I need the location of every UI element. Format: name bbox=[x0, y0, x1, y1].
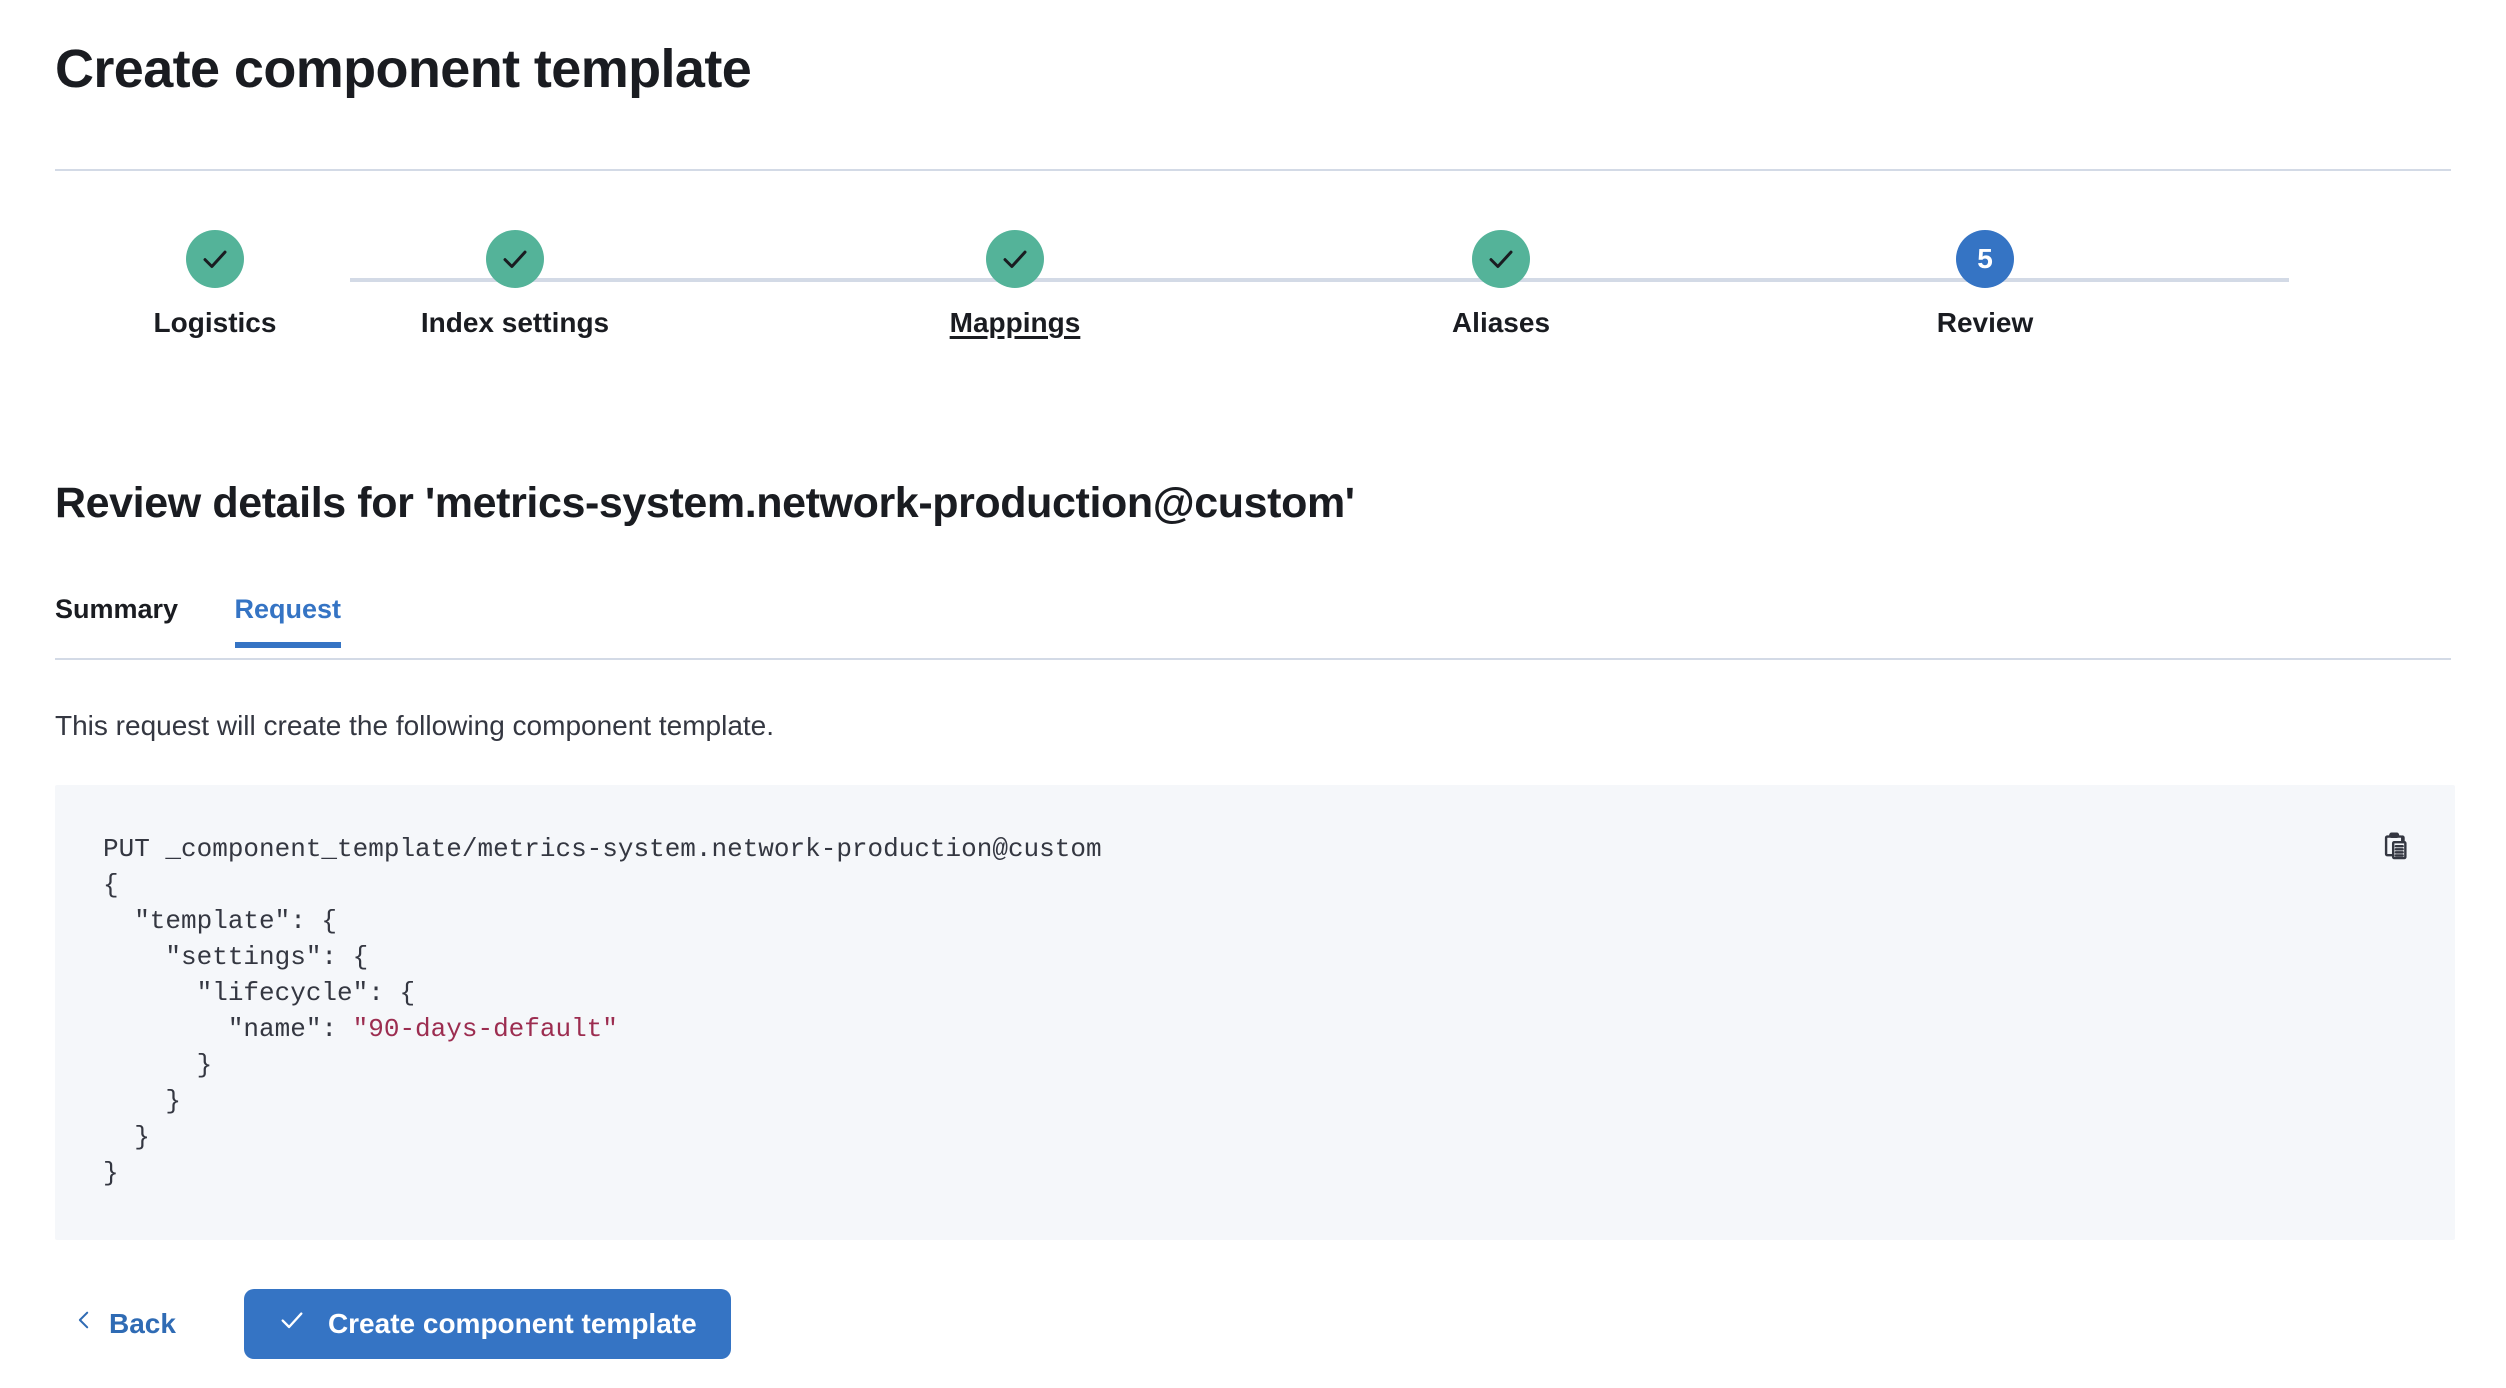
code-line: "settings": { bbox=[103, 942, 369, 972]
back-button-label: Back bbox=[109, 1308, 176, 1339]
code-line: } bbox=[103, 1158, 119, 1188]
stepper-step-aliases[interactable]: Aliases bbox=[1341, 230, 1661, 340]
review-details-heading: Review details for 'metrics-system.netwo… bbox=[55, 479, 1355, 527]
back-button[interactable]: Back bbox=[55, 1295, 194, 1353]
step-number: 5 bbox=[1977, 243, 1993, 274]
step-status-circle bbox=[986, 230, 1044, 288]
code-line: "lifecycle": { bbox=[103, 978, 416, 1008]
code-line: "name": bbox=[103, 1014, 353, 1044]
request-description: This request will create the following c… bbox=[55, 710, 775, 741]
code-line: } bbox=[103, 1086, 182, 1116]
code-line: { bbox=[103, 870, 119, 900]
tab-request[interactable]: Request bbox=[234, 592, 341, 648]
step-status-circle bbox=[1472, 230, 1530, 288]
step-status-circle bbox=[486, 230, 544, 288]
stepper-step-logistics[interactable]: Logistics bbox=[55, 230, 375, 340]
stepper-step-label: Logistics bbox=[153, 307, 277, 338]
chevron-left-icon bbox=[73, 1305, 95, 1343]
tabs-divider bbox=[55, 658, 2451, 660]
step-status-circle bbox=[186, 230, 244, 288]
code-line: "template": { bbox=[103, 906, 338, 936]
code-line: } bbox=[103, 1050, 213, 1080]
check-icon bbox=[200, 244, 230, 274]
stepper-step-label: Index settings bbox=[420, 307, 610, 338]
request-code-text: PUT _component_template/metrics-system.n… bbox=[103, 831, 1102, 1191]
check-icon bbox=[278, 1306, 306, 1342]
request-code-block: PUT _component_template/metrics-system.n… bbox=[55, 785, 2455, 1240]
stepper-track bbox=[350, 278, 2289, 282]
page-title: Create component template bbox=[55, 39, 752, 99]
check-icon bbox=[1486, 244, 1516, 274]
stepper-step-label: Aliases bbox=[1451, 307, 1551, 338]
code-line: } bbox=[103, 1122, 150, 1152]
review-tabs: Summary Request bbox=[55, 592, 2451, 660]
create-component-template-button-label: Create component template bbox=[327, 1308, 697, 1339]
stepper-step-mappings[interactable]: Mappings bbox=[855, 230, 1175, 340]
tab-summary[interactable]: Summary bbox=[55, 594, 179, 624]
header-divider bbox=[55, 169, 2451, 171]
copy-icon[interactable] bbox=[2371, 821, 2423, 873]
stepper-step-label: Review bbox=[1936, 307, 2034, 338]
check-icon bbox=[1000, 244, 1030, 274]
code-string-value: "90-days-default" bbox=[352, 1014, 618, 1044]
stepper-step-review[interactable]: 5 Review bbox=[1825, 230, 2145, 340]
step-status-circle: 5 bbox=[1956, 230, 2014, 288]
create-component-template-button[interactable]: Create component template bbox=[243, 1289, 731, 1359]
check-icon bbox=[500, 244, 530, 274]
code-method-line: PUT _component_template/metrics-system.n… bbox=[103, 834, 1102, 864]
wizard-footer: Back Create component template bbox=[55, 1286, 731, 1362]
stepper-step-label: Mappings bbox=[949, 307, 1081, 338]
stepper-step-index-settings[interactable]: Index settings bbox=[355, 230, 675, 340]
wizard-stepper: Logistics Index settings Mappings bbox=[55, 230, 2451, 390]
